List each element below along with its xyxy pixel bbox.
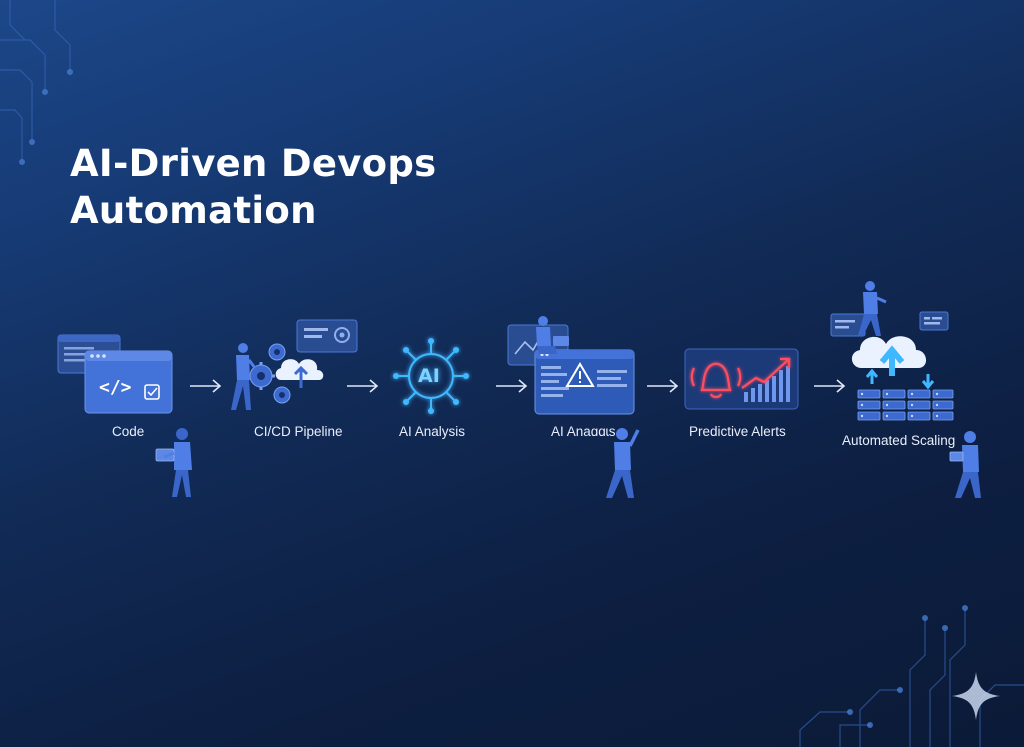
- circuit-decoration-bottom-right: [799, 605, 1024, 747]
- cloud-servers-icon: [830, 281, 954, 421]
- cloud-gears-icon: [231, 319, 358, 410]
- title-line-1: AI-Driven Devops: [70, 142, 437, 185]
- step-predictive-alerts: [684, 348, 800, 412]
- step-ci-cd-pipeline: [225, 318, 365, 418]
- bell-trend-icon: [684, 348, 799, 410]
- step-ai-anomaly: [505, 312, 640, 417]
- step-label-ci-cd-pipeline: CI/CD Pipeline: [254, 424, 343, 439]
- ai-chip-icon: [393, 338, 469, 414]
- step-automated-scaling: [830, 280, 955, 425]
- step-code: </>: [55, 330, 185, 430]
- flow-arrow: [190, 379, 222, 393]
- step-label-code: Code: [112, 424, 145, 439]
- flow-arrow: [496, 379, 528, 393]
- flow-arrow: [814, 379, 846, 393]
- person-pointing-icon: [606, 428, 640, 498]
- person-with-tablet-icon: [949, 431, 981, 498]
- step-label-predictive-alerts: Predictive Alerts: [689, 424, 786, 439]
- circuit-decoration-top-left: [0, 0, 73, 165]
- person-with-laptop-icon: [155, 428, 192, 497]
- code-glyph: </>: [99, 377, 132, 398]
- flow-arrow: [647, 379, 679, 393]
- step-ai-analysis: AI: [388, 335, 478, 420]
- code-window-icon: [57, 334, 173, 414]
- sparkle-icon: [952, 672, 1000, 720]
- page-title: AI-Driven Devops Automation: [70, 140, 437, 234]
- ai-glyph: AI: [418, 365, 440, 387]
- step-label-automated-scaling: Automated Scaling: [842, 433, 956, 448]
- flow-arrow: [347, 379, 379, 393]
- alert-dashboard-icon: [507, 316, 635, 415]
- step-label-ai-anomaly: AI Anaɑɑɩs: [551, 424, 616, 439]
- title-line-2: Automation: [70, 189, 317, 232]
- step-label-ai-analysis: AI Analysis: [399, 424, 466, 439]
